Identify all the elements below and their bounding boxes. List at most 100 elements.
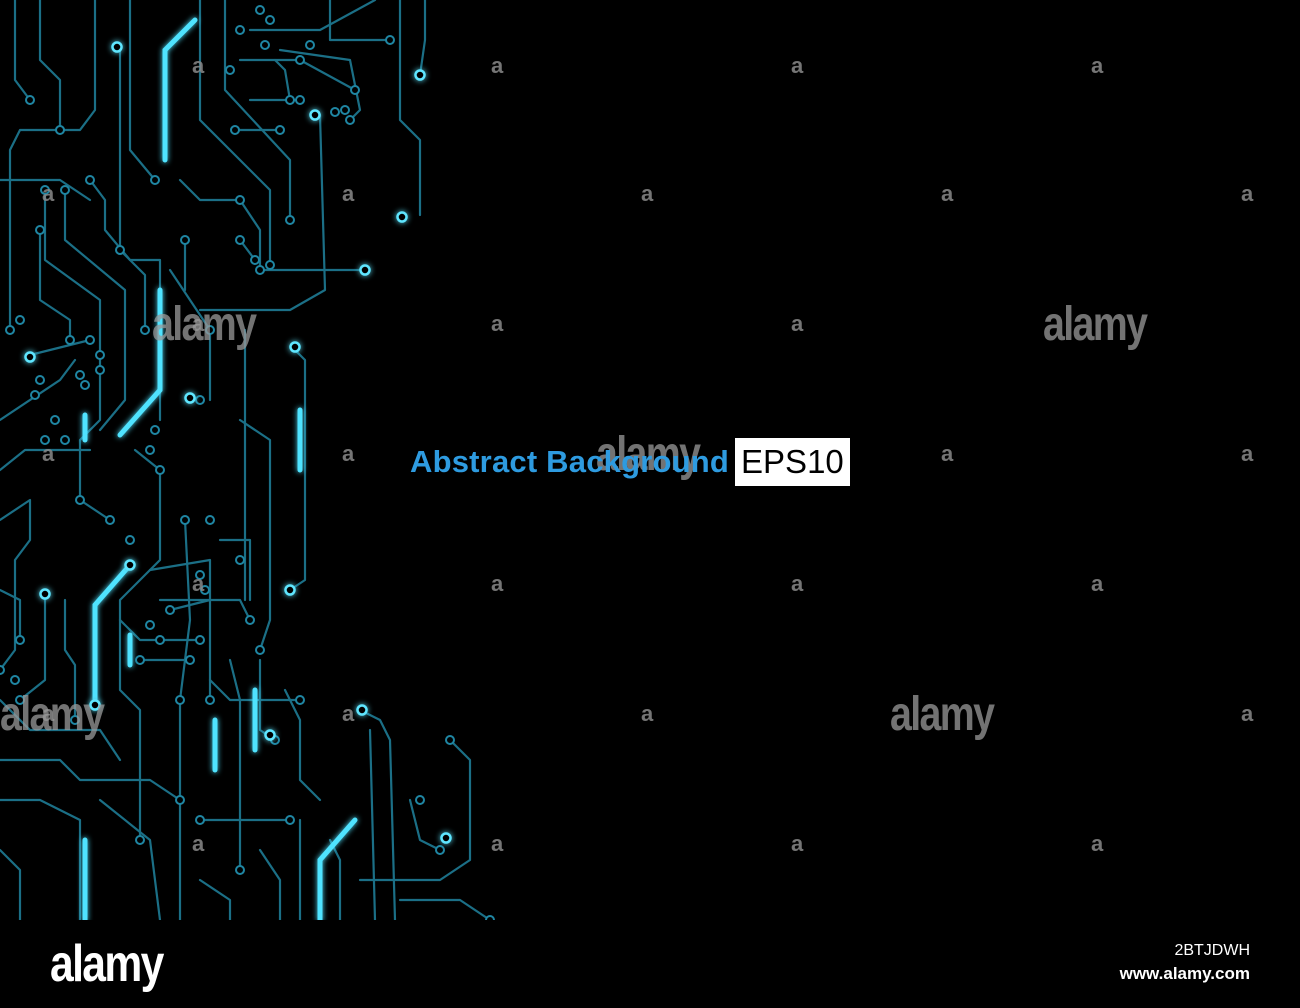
watermark-letter: a: [791, 53, 804, 78]
circuit-pad: [285, 215, 295, 225]
circuit-trace: [0, 588, 22, 642]
circuit-pad: [205, 515, 215, 525]
circuit-pad: [305, 40, 315, 50]
circuit-pad: [85, 175, 95, 185]
circuit-pad: [235, 25, 245, 35]
circuit-pad: [60, 435, 70, 445]
circuit-pad: [175, 795, 185, 805]
circuit-trace: [88, 178, 162, 422]
circuit-trace: [328, 838, 342, 920]
circuit-trace: [38, 228, 72, 342]
circuit-trace: [368, 728, 377, 920]
circuit-trace: [13, 0, 32, 102]
glowing-pad: [111, 41, 123, 53]
watermark-letter: a: [42, 701, 55, 726]
watermark-letter: a: [791, 311, 804, 336]
circuit-pad: [75, 370, 85, 380]
circuit-pad: [195, 395, 205, 405]
circuit-trace: [398, 0, 422, 217]
circuit-pad: [95, 365, 105, 375]
circuit-pad: [150, 175, 160, 185]
watermark-letter: a: [42, 441, 55, 466]
circuit-pad: [5, 325, 15, 335]
circuit-pad: [180, 515, 190, 525]
circuit-trace: [8, 0, 97, 332]
circuit-trace: [208, 678, 302, 702]
circuit-pad: [285, 815, 295, 825]
circuit-pad: [230, 125, 240, 135]
circuit-pad: [60, 185, 70, 195]
circuit-pad: [125, 535, 135, 545]
circuit-pad: [195, 815, 205, 825]
circuit-pad: [200, 585, 210, 595]
circuit-trace: [38, 0, 62, 132]
watermark-word: alamy: [0, 688, 105, 741]
circuit-pad: [145, 445, 155, 455]
circuit-trace: [358, 708, 397, 920]
circuit-trace: [0, 798, 82, 920]
circuit-trace: [0, 848, 22, 920]
glowing-pad: [396, 211, 408, 223]
circuit-pad: [10, 675, 20, 685]
circuit-pad: [95, 350, 105, 360]
watermark-word: alamy: [1043, 298, 1148, 351]
watermark-word: alamy: [152, 298, 257, 351]
circuit-trace: [273, 58, 292, 102]
circuit-trace: [0, 758, 182, 920]
circuit-pad: [180, 235, 190, 245]
circuit-pad: [105, 515, 115, 525]
circuit-pad: [145, 620, 155, 630]
glowing-pad: [184, 392, 196, 404]
circuit-trace: [238, 418, 272, 652]
watermark-letter: a: [941, 181, 954, 206]
circuit-pad: [65, 335, 75, 345]
circuit-trace: [0, 498, 32, 672]
watermark-letter: a: [491, 311, 504, 336]
watermark-letter: a: [641, 701, 654, 726]
circuit-pad: [340, 105, 350, 115]
circuit-pad: [260, 40, 270, 50]
circuit-pad: [265, 260, 275, 270]
circuit-pad: [255, 265, 265, 275]
circuit-pad: [40, 185, 50, 195]
watermark-letter: a: [641, 181, 654, 206]
circuit-pad: [165, 605, 175, 615]
glowing-pad: [309, 109, 321, 121]
headline: Abstract Background EPS10: [410, 438, 850, 486]
circuit-pad: [30, 390, 40, 400]
circuit-pad: [435, 845, 445, 855]
circuit-pad: [285, 95, 295, 105]
circuit-trace: [0, 358, 77, 422]
circuit-trace: [63, 598, 77, 722]
circuit-pad: [155, 465, 165, 475]
circuit-pad: [135, 835, 145, 845]
circuit-pad: [255, 5, 265, 15]
watermark-letter: a: [192, 831, 205, 856]
circuit-pad: [70, 715, 80, 725]
circuit-pad: [445, 735, 455, 745]
watermark-letter: a: [491, 571, 504, 596]
glowing-trace: [117, 287, 163, 438]
headline-text: Abstract Background: [410, 444, 730, 479]
circuit-pad: [80, 380, 90, 390]
glowing-pad: [289, 341, 301, 353]
watermark-letter: a: [1091, 53, 1104, 78]
circuit-pad: [155, 635, 165, 645]
circuit-trace: [128, 0, 157, 182]
circuit-pad: [350, 85, 360, 95]
circuit-pad: [195, 570, 205, 580]
alamy-logo: alamy: [50, 935, 164, 993]
circuit-pad: [345, 115, 355, 125]
circuit-pad: [35, 225, 45, 235]
circuit-pad: [245, 615, 255, 625]
circuit-trace: [168, 598, 212, 612]
circuit-trace: [258, 848, 282, 920]
watermark-letter: a: [1241, 701, 1254, 726]
glowing-pad: [264, 729, 276, 741]
glowing-trace: [317, 817, 358, 920]
eps10-badge: EPS10: [735, 438, 850, 486]
circuit-trace: [418, 0, 427, 77]
circuit-trace: [118, 48, 147, 332]
circuit-pad: [205, 325, 215, 335]
circuit-pad: [0, 665, 5, 675]
